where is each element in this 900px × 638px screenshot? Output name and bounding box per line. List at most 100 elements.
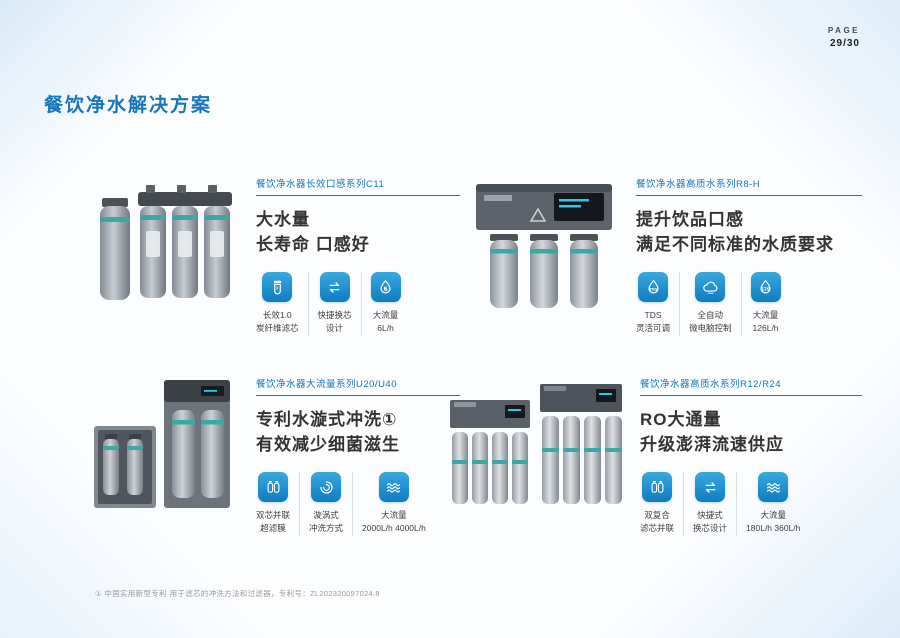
headline-line: 有效减少细菌滋生 [256,434,400,454]
product-info: 餐饮净水器高质水系列R8-H 提升饮品口感 满足不同标准的水质要求 TDS TD… [620,168,862,336]
dual-filter-icon [642,472,672,503]
wave-flow-icon [378,472,409,503]
feature-label-line: 漩涡式 [313,510,339,521]
product-image-r8h [468,168,620,336]
feature-label-line: 冲洗方式 [309,523,344,534]
feature-label-line: 设计 [326,323,344,334]
feature-label-line: 6L/h [377,323,394,334]
feature-item: 快捷换芯 设计 [307,272,361,336]
headline-line: 提升饮品口感 [636,210,744,229]
series-title: 餐饮净水器长效口感系列C11 [256,176,460,196]
feature-item: 大流量 2000L/h 4000L/h [352,472,435,536]
feature-label: 全自动 微电脑控制 [689,309,732,335]
quick-swap-icon [695,472,726,503]
series-title: 餐饮净水器大流量系列U20/U40 [256,376,460,396]
series-title: 餐饮净水器高质水系列R8-H [636,176,862,196]
feature-label-line: 双芯并联 [256,510,291,521]
product-image-c11 [88,168,240,336]
feature-label: 双芯并联 超滤膜 [256,509,290,535]
headline-line: 大水量 [256,210,310,229]
feature-item: 漩涡式 冲洗方式 [299,472,352,536]
product-image-u20u40 [88,368,240,536]
product-headline: RO大通量 升级澎湃流速供应 [640,408,862,457]
feature-label-line: 快捷换芯 [317,310,352,321]
feature-item: 双复合 滤芯并联 [640,472,683,535]
product-info: 餐饮净水器长效口感系列C11 大水量 长寿命 口感好 长效1.0 炭纤维滤芯 快… [240,168,460,336]
headline-line: 升级澎湃流速供应 [640,434,784,454]
feature-label: TDS 灵活可调 [636,309,670,335]
feature-item: 大流量 180L/h 360L/h [736,472,809,536]
product-headline: 提升饮品口感 满足不同标准的水质要求 [636,208,862,257]
feature-label-line: TDS [644,310,662,321]
feature-label-line: 大流量 [381,510,407,521]
product-card-u20u40: 餐饮净水器大流量系列U20/U40 专利水漩式冲洗① 有效减少细菌滋生 双芯并联… [88,368,460,536]
quick-swap-icon [319,272,350,303]
feature-list: TDS TDS 灵活可调 全自动 微电脑控制 126 大 [636,272,862,336]
feature-label-line: 微电脑控制 [689,323,732,334]
feature-list: 双芯并联 超滤膜 漩涡式 冲洗方式 大流量 2000L/h 4000L/h [256,472,460,536]
feature-label-line: 大流量 [760,510,786,521]
feature-item: 126 大流量 126L/h [740,272,790,336]
feature-label-line: 大流量 [752,310,779,321]
headline-line: RO大通量 [640,410,722,429]
feature-label-line: 超滤膜 [260,523,286,534]
feature-label-line: 滤芯并联 [640,523,675,534]
feature-item: 双芯并联 超滤膜 [256,472,299,535]
product-image-r12r24 [446,368,624,536]
dual-filter-icon [258,472,288,503]
page-indicator: PAGE 29/30 [828,26,860,49]
page-title: 餐饮净水解决方案 [44,95,213,116]
feature-item: 快捷式 换芯设计 [683,472,736,536]
feature-label-line: 双复合 [644,510,670,521]
feature-item: 长效1.0 炭纤维滤芯 [256,272,308,335]
feature-label: 漩涡式 冲洗方式 [309,509,343,535]
filter-cartridge-icon [262,272,293,303]
flow-droplet-icon: 6 [370,272,401,303]
product-card-r8h: 餐饮净水器高质水系列R8-H 提升饮品口感 满足不同标准的水质要求 TDS TD… [468,168,862,336]
product-card-c11: 餐饮净水器长效口感系列C11 大水量 长寿命 口感好 长效1.0 炭纤维滤芯 快… [88,168,460,336]
page-label: PAGE [827,26,860,35]
feature-list: 双复合 滤芯并联 快捷式 换芯设计 大流量 180L/h 360L/h [640,472,862,536]
feature-label: 快捷式 换芯设计 [693,509,727,535]
wave-flow-icon [758,472,789,503]
feature-label-line: 126L/h [752,323,779,334]
feature-label-line: 2000L/h 4000L/h [362,523,426,534]
product-info: 餐饮净水器大流量系列U20/U40 专利水漩式冲洗① 有效减少细菌滋生 双芯并联… [240,368,460,536]
svg-text:TDS: TDS [649,287,657,291]
feature-label: 双复合 滤芯并联 [640,509,674,535]
feature-label-line: 长效1.0 [262,310,292,321]
feature-label-line: 180L/h 360L/h [746,523,801,534]
product-headline: 大水量 长寿命 口感好 [256,208,460,257]
feature-label: 长效1.0 炭纤维滤芯 [256,309,299,335]
feature-label: 大流量 6L/h [371,309,401,335]
headline-line: 长寿命 口感好 [256,234,370,254]
feature-label-line: 大流量 [372,310,399,321]
auto-control-icon [695,272,726,303]
product-card-r12r24: 餐饮净水器高质水系列R12/R24 RO大通量 升级澎湃流速供应 双复合 滤芯并… [446,368,862,536]
feature-item: TDS TDS 灵活可调 [636,272,679,335]
product-headline: 专利水漩式冲洗① 有效减少细菌滋生 [256,408,460,457]
feature-label: 大流量 126L/h [751,309,781,335]
feature-label: 大流量 2000L/h 4000L/h [362,509,426,535]
headline-line: 专利水漩式冲洗① [256,410,398,429]
page-number: 29/30 [829,38,860,49]
feature-label-line: 快捷式 [697,510,723,521]
tds-droplet-icon: TDS [638,272,668,303]
feature-item: 全自动 微电脑控制 [679,272,741,336]
patent-footnote: ① 中国实用新型专利·用于滤芯的冲洗方法和过滤器，专利号：ZL202320097… [95,589,380,598]
feature-label-line: 灵活可调 [636,323,671,334]
feature-label-line: 换芯设计 [693,523,728,534]
headline-line: 满足不同标准的水质要求 [636,234,834,254]
feature-label: 快捷换芯 设计 [318,309,352,335]
feature-list: 长效1.0 炭纤维滤芯 快捷换芯 设计 6 大流量 6L/h [256,272,460,336]
product-info: 餐饮净水器高质水系列R12/R24 RO大通量 升级澎湃流速供应 双复合 滤芯并… [624,368,862,536]
swirl-icon [311,472,342,503]
flow-droplet-icon: 126 [750,272,781,303]
feature-label-line: 炭纤维滤芯 [256,323,299,334]
feature-item: 6 大流量 6L/h [360,272,410,336]
feature-label: 大流量 180L/h 360L/h [746,509,800,535]
series-title: 餐饮净水器高质水系列R12/R24 [640,376,862,396]
svg-text:6: 6 [383,286,387,293]
feature-label-line: 全自动 [697,310,724,321]
